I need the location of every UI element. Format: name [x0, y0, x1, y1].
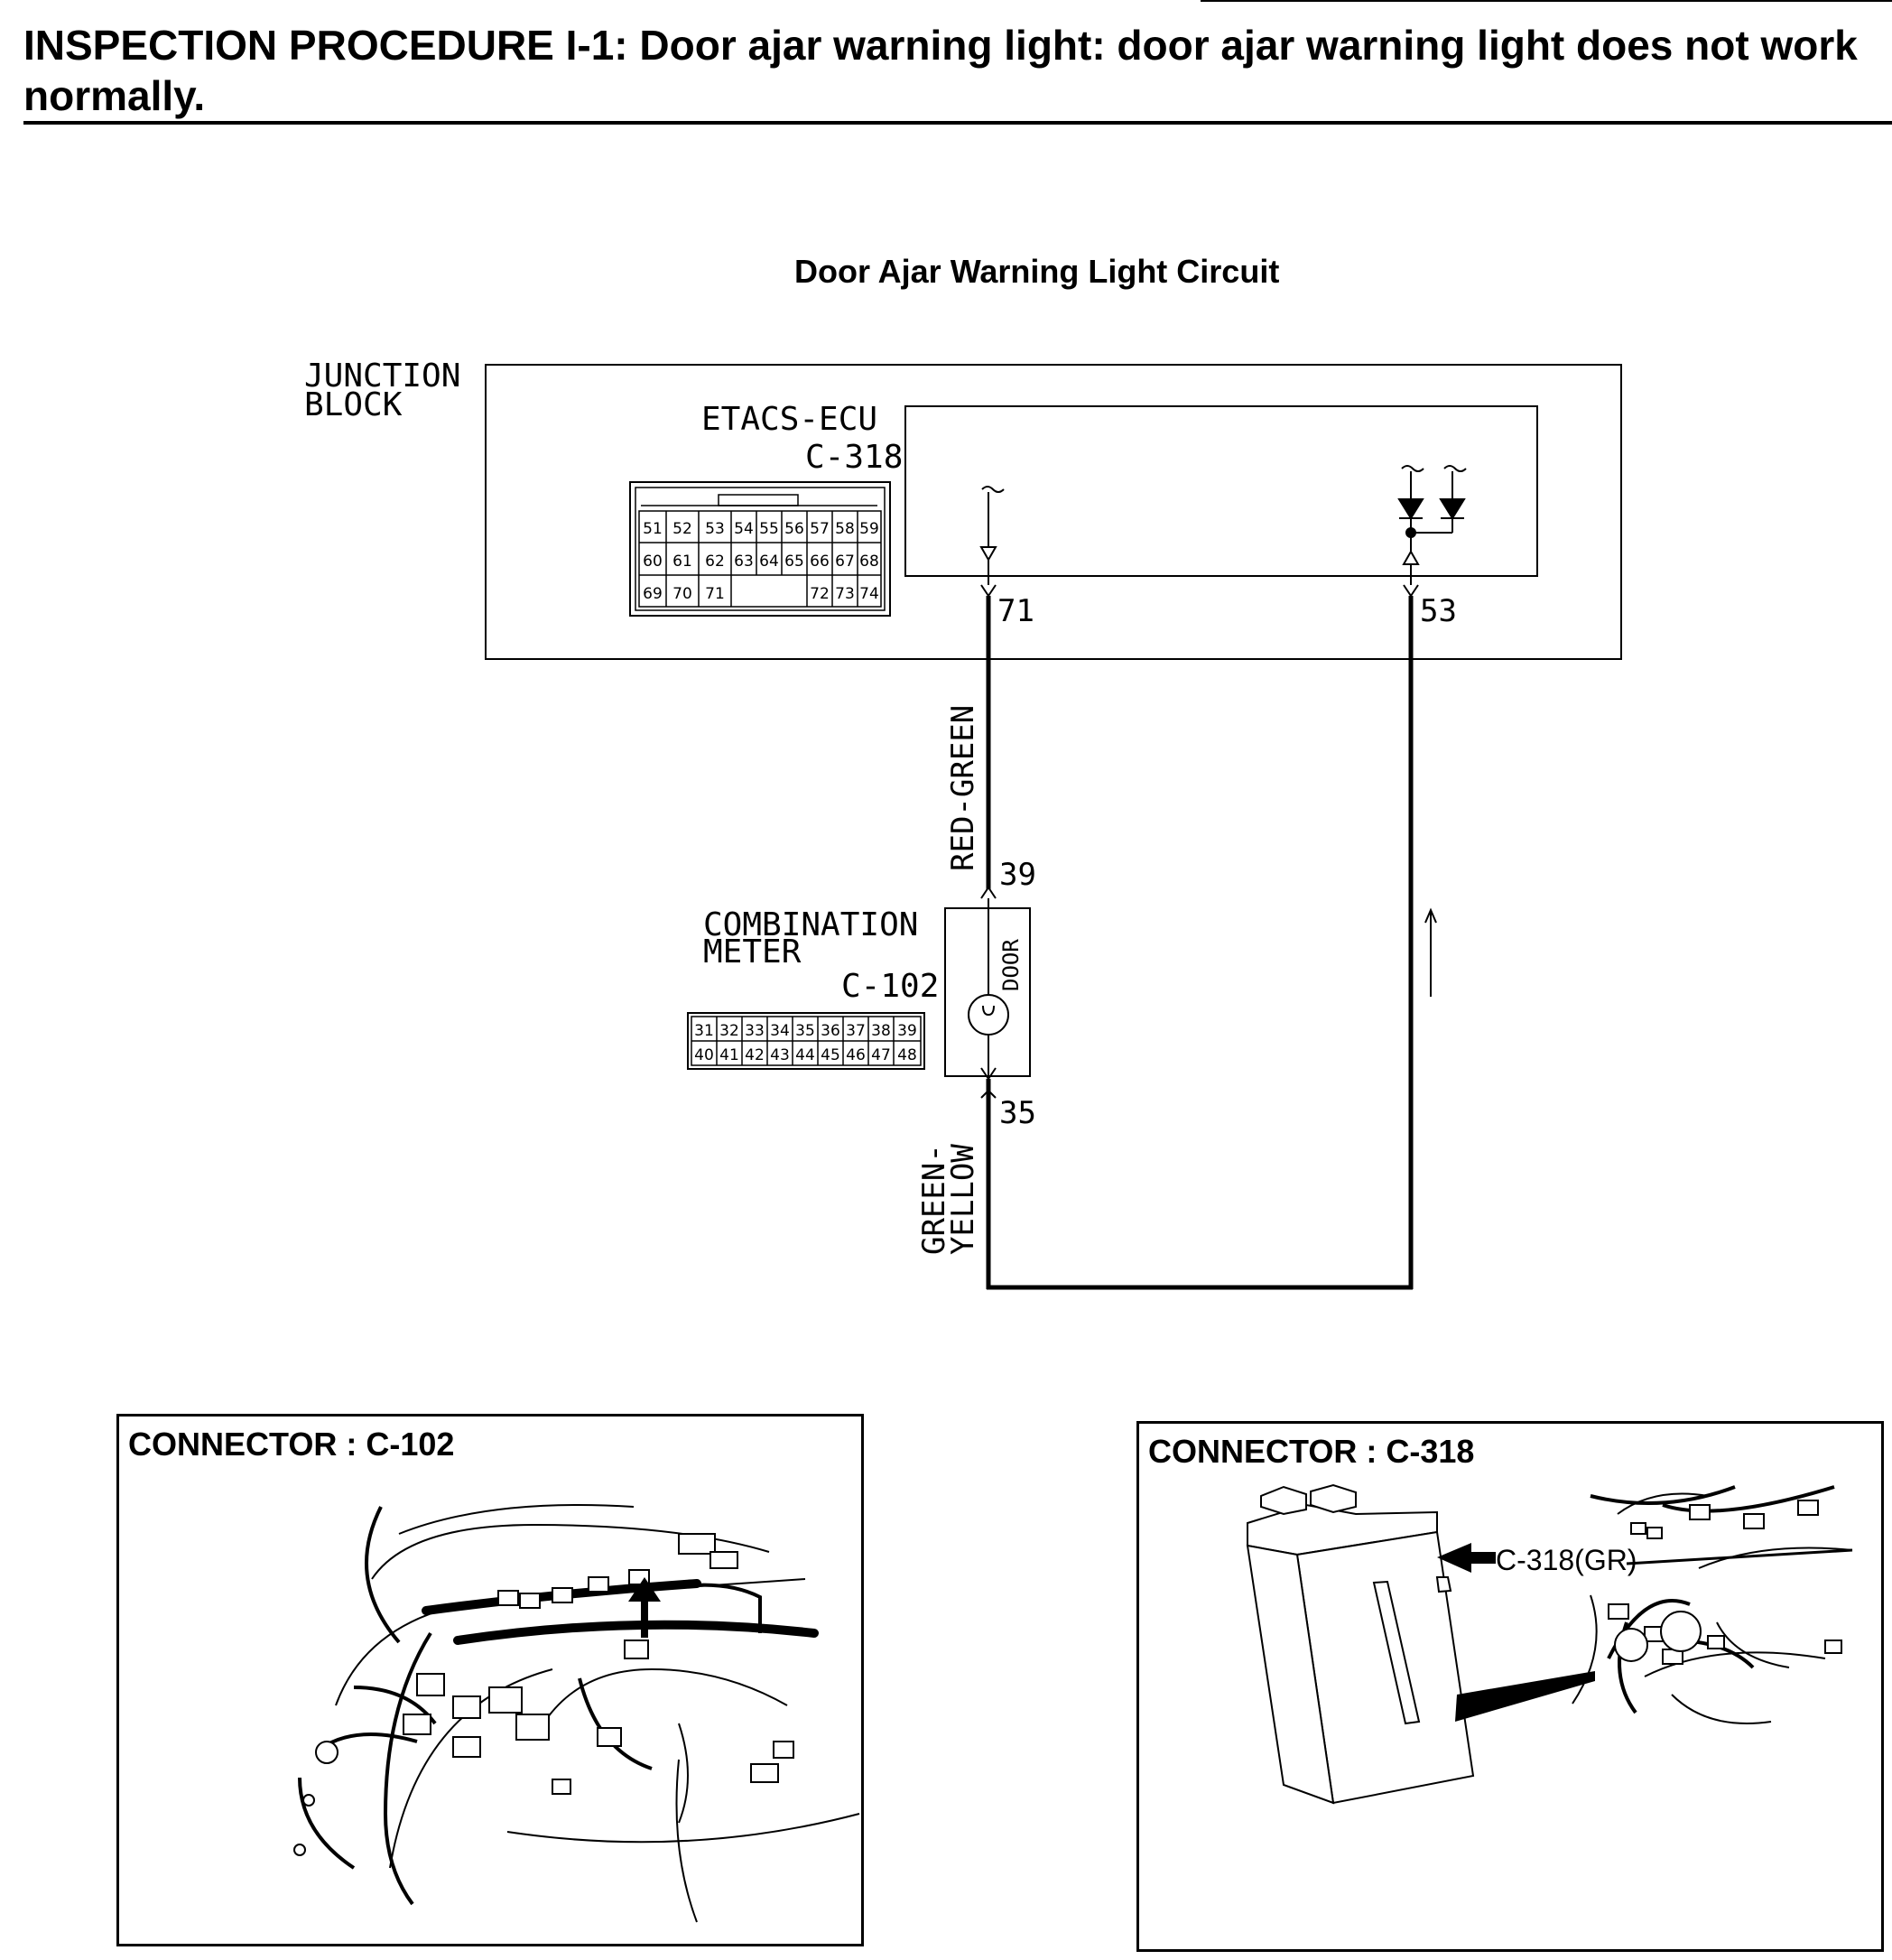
c102-pin: 40 — [694, 1046, 714, 1064]
c102-pin: 34 — [770, 1022, 790, 1040]
c318-location-illustration: C-318(GR) — [1246, 1483, 1853, 1805]
pointer-arrow — [628, 1577, 661, 1638]
c102-pin: 35 — [795, 1022, 815, 1040]
c318-callout-arrow — [1437, 1543, 1496, 1573]
wire-label-green-yellow-1: GREEN- — [916, 1144, 952, 1255]
connector-c318-panel: CONNECTOR : C-318 C-318(GR) — [1136, 1421, 1884, 1952]
top-rule — [1201, 0, 1892, 2]
etacs-label: ETACS-ECU — [701, 401, 877, 438]
c318-pin: 64 — [759, 553, 779, 571]
c318-pin: 55 — [759, 520, 779, 538]
pin-39-label: 39 — [999, 857, 1036, 893]
etacs-connector-label: C-318 — [805, 439, 903, 476]
c318-pin: 52 — [672, 520, 692, 538]
c318-pin: 53 — [705, 520, 725, 538]
c102-pin: 43 — [770, 1046, 790, 1064]
c318-pin: 67 — [835, 553, 855, 571]
pin-53-label: 53 — [1420, 593, 1457, 629]
c318-callout-label: C-318(GR) — [1496, 1544, 1637, 1576]
c318-pin: 63 — [734, 553, 754, 571]
junction-block-label-1: JUNCTION — [304, 358, 460, 395]
door-lamp-label: DOOR — [998, 939, 1024, 991]
etacs-ecu-box — [904, 405, 1538, 577]
c318-pin: 62 — [705, 553, 725, 571]
c102-pin: 41 — [719, 1046, 739, 1064]
c318-pin: 58 — [835, 520, 855, 538]
combination-meter-label-2: METER — [703, 934, 802, 971]
ecu-diode-symbol — [1397, 465, 1467, 585]
connector-c102-title: CONNECTOR : C-102 — [128, 1426, 455, 1463]
c102-pin: 39 — [897, 1022, 917, 1040]
c318-pin: 61 — [672, 553, 692, 571]
c102-pin: 47 — [871, 1046, 891, 1064]
c318-pin: 70 — [672, 585, 692, 603]
wire-harness-main — [422, 1579, 819, 1645]
c102-pin: 46 — [846, 1046, 866, 1064]
c102-pin: 38 — [871, 1022, 891, 1040]
c318-pin: 74 — [859, 585, 879, 603]
pin-71-label: 71 — [997, 593, 1034, 629]
pin-35-label: 35 — [999, 1095, 1036, 1131]
c318-pin: 72 — [810, 585, 830, 603]
circuit-wiring — [980, 584, 1419, 1290]
c318-pin: 51 — [643, 520, 663, 538]
harness-connectors — [293, 1533, 794, 1856]
combination-meter-connector-label: C-102 — [841, 968, 939, 1005]
c318-pin: 69 — [643, 585, 663, 603]
wire-label-red-green: RED-GREEN — [945, 705, 981, 871]
c318-pin: 65 — [784, 553, 804, 571]
c318-pin: 54 — [734, 520, 754, 538]
circuit-diagram: JUNCTION BLOCK ETACS-ECU C-318 51 52 53 … — [304, 358, 1622, 1290]
c318-pin: 73 — [835, 585, 855, 603]
current-flow-arrow — [1424, 907, 1437, 997]
junction-block-illustration — [1246, 1483, 1475, 1805]
junction-block-label-2: BLOCK — [304, 386, 403, 423]
combination-meter-label-1: COMBINATION — [703, 906, 918, 943]
connector-c318-title: CONNECTOR : C-318 — [1148, 1433, 1475, 1470]
c318-pin: 59 — [859, 520, 879, 538]
lamp-filament — [982, 1005, 995, 1017]
c102-pin: 31 — [694, 1022, 714, 1040]
wire-label-green-yellow-2: YELLOW — [945, 1144, 981, 1255]
ecu-input-symbol — [979, 486, 1005, 585]
c102-pin: 42 — [745, 1046, 765, 1064]
c318-pin: 60 — [643, 553, 663, 571]
c102-pin: 45 — [821, 1046, 840, 1064]
page-title: INSPECTION PROCEDURE I-1: Door ajar warn… — [23, 22, 1858, 119]
c318-connector-face: 51 52 53 54 55 56 57 58 59 60 61 62 63 6… — [629, 481, 891, 617]
c318-pin: 57 — [810, 520, 830, 538]
c318-pin: 66 — [810, 553, 830, 571]
junction-block-frame — [485, 364, 1622, 660]
diagram-title: Door Ajar Warning Light Circuit — [794, 253, 1280, 290]
combination-meter-box — [944, 907, 1031, 1077]
dash-harness — [1590, 1485, 1835, 1714]
wire-harness-branches — [298, 1506, 762, 1906]
c318-pin: 68 — [859, 553, 879, 571]
c102-pin: 44 — [795, 1046, 815, 1064]
location-pointer — [1455, 1548, 1853, 1722]
dash-wiring-outline — [1572, 1492, 1853, 1724]
c318-pin: 56 — [784, 520, 804, 538]
header-rule — [23, 121, 1892, 125]
c318-pin: 71 — [705, 585, 725, 603]
c102-pin: 32 — [719, 1022, 739, 1040]
c102-pin: 48 — [897, 1046, 917, 1064]
c102-location-illustration — [293, 1504, 860, 1923]
connector-c102-panel: CONNECTOR : C-102 — [116, 1414, 864, 1946]
c102-connector-face: 31 32 33 34 35 36 37 38 39 40 41 42 43 4… — [687, 1012, 925, 1070]
c102-pin: 36 — [821, 1022, 840, 1040]
c102-pin: 33 — [745, 1022, 765, 1040]
c102-pin: 37 — [846, 1022, 866, 1040]
dash-connectors — [1608, 1500, 1842, 1665]
